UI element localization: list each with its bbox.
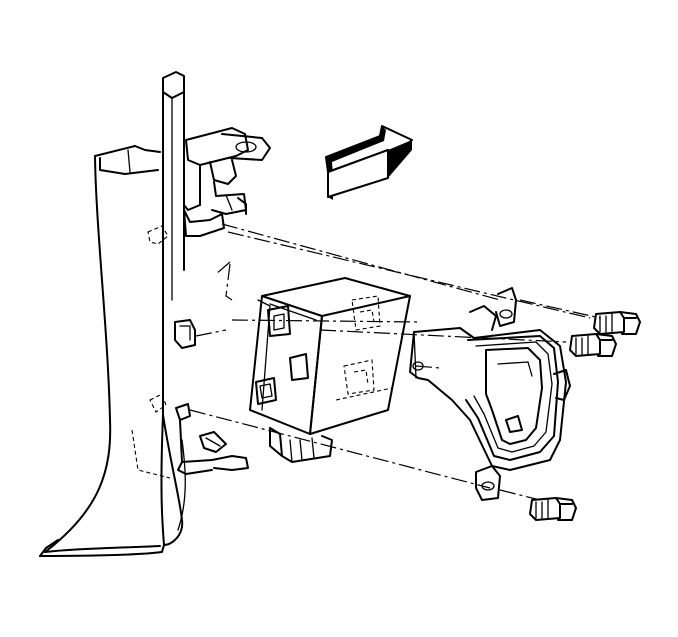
upper-mounting-bracket: [183, 127, 271, 237]
pillar-trim-panel: [39, 71, 196, 557]
bolt-icon: [529, 497, 577, 521]
bolt-icon: [569, 333, 617, 357]
alignment-lines: [189, 223, 601, 501]
module-mounting-bracket: [409, 287, 571, 501]
forward-arrow-icon: [325, 125, 413, 200]
electronic-control-module: [249, 277, 411, 463]
lower-mounting-bracket: [175, 403, 249, 475]
bolt-icon: [593, 311, 641, 335]
